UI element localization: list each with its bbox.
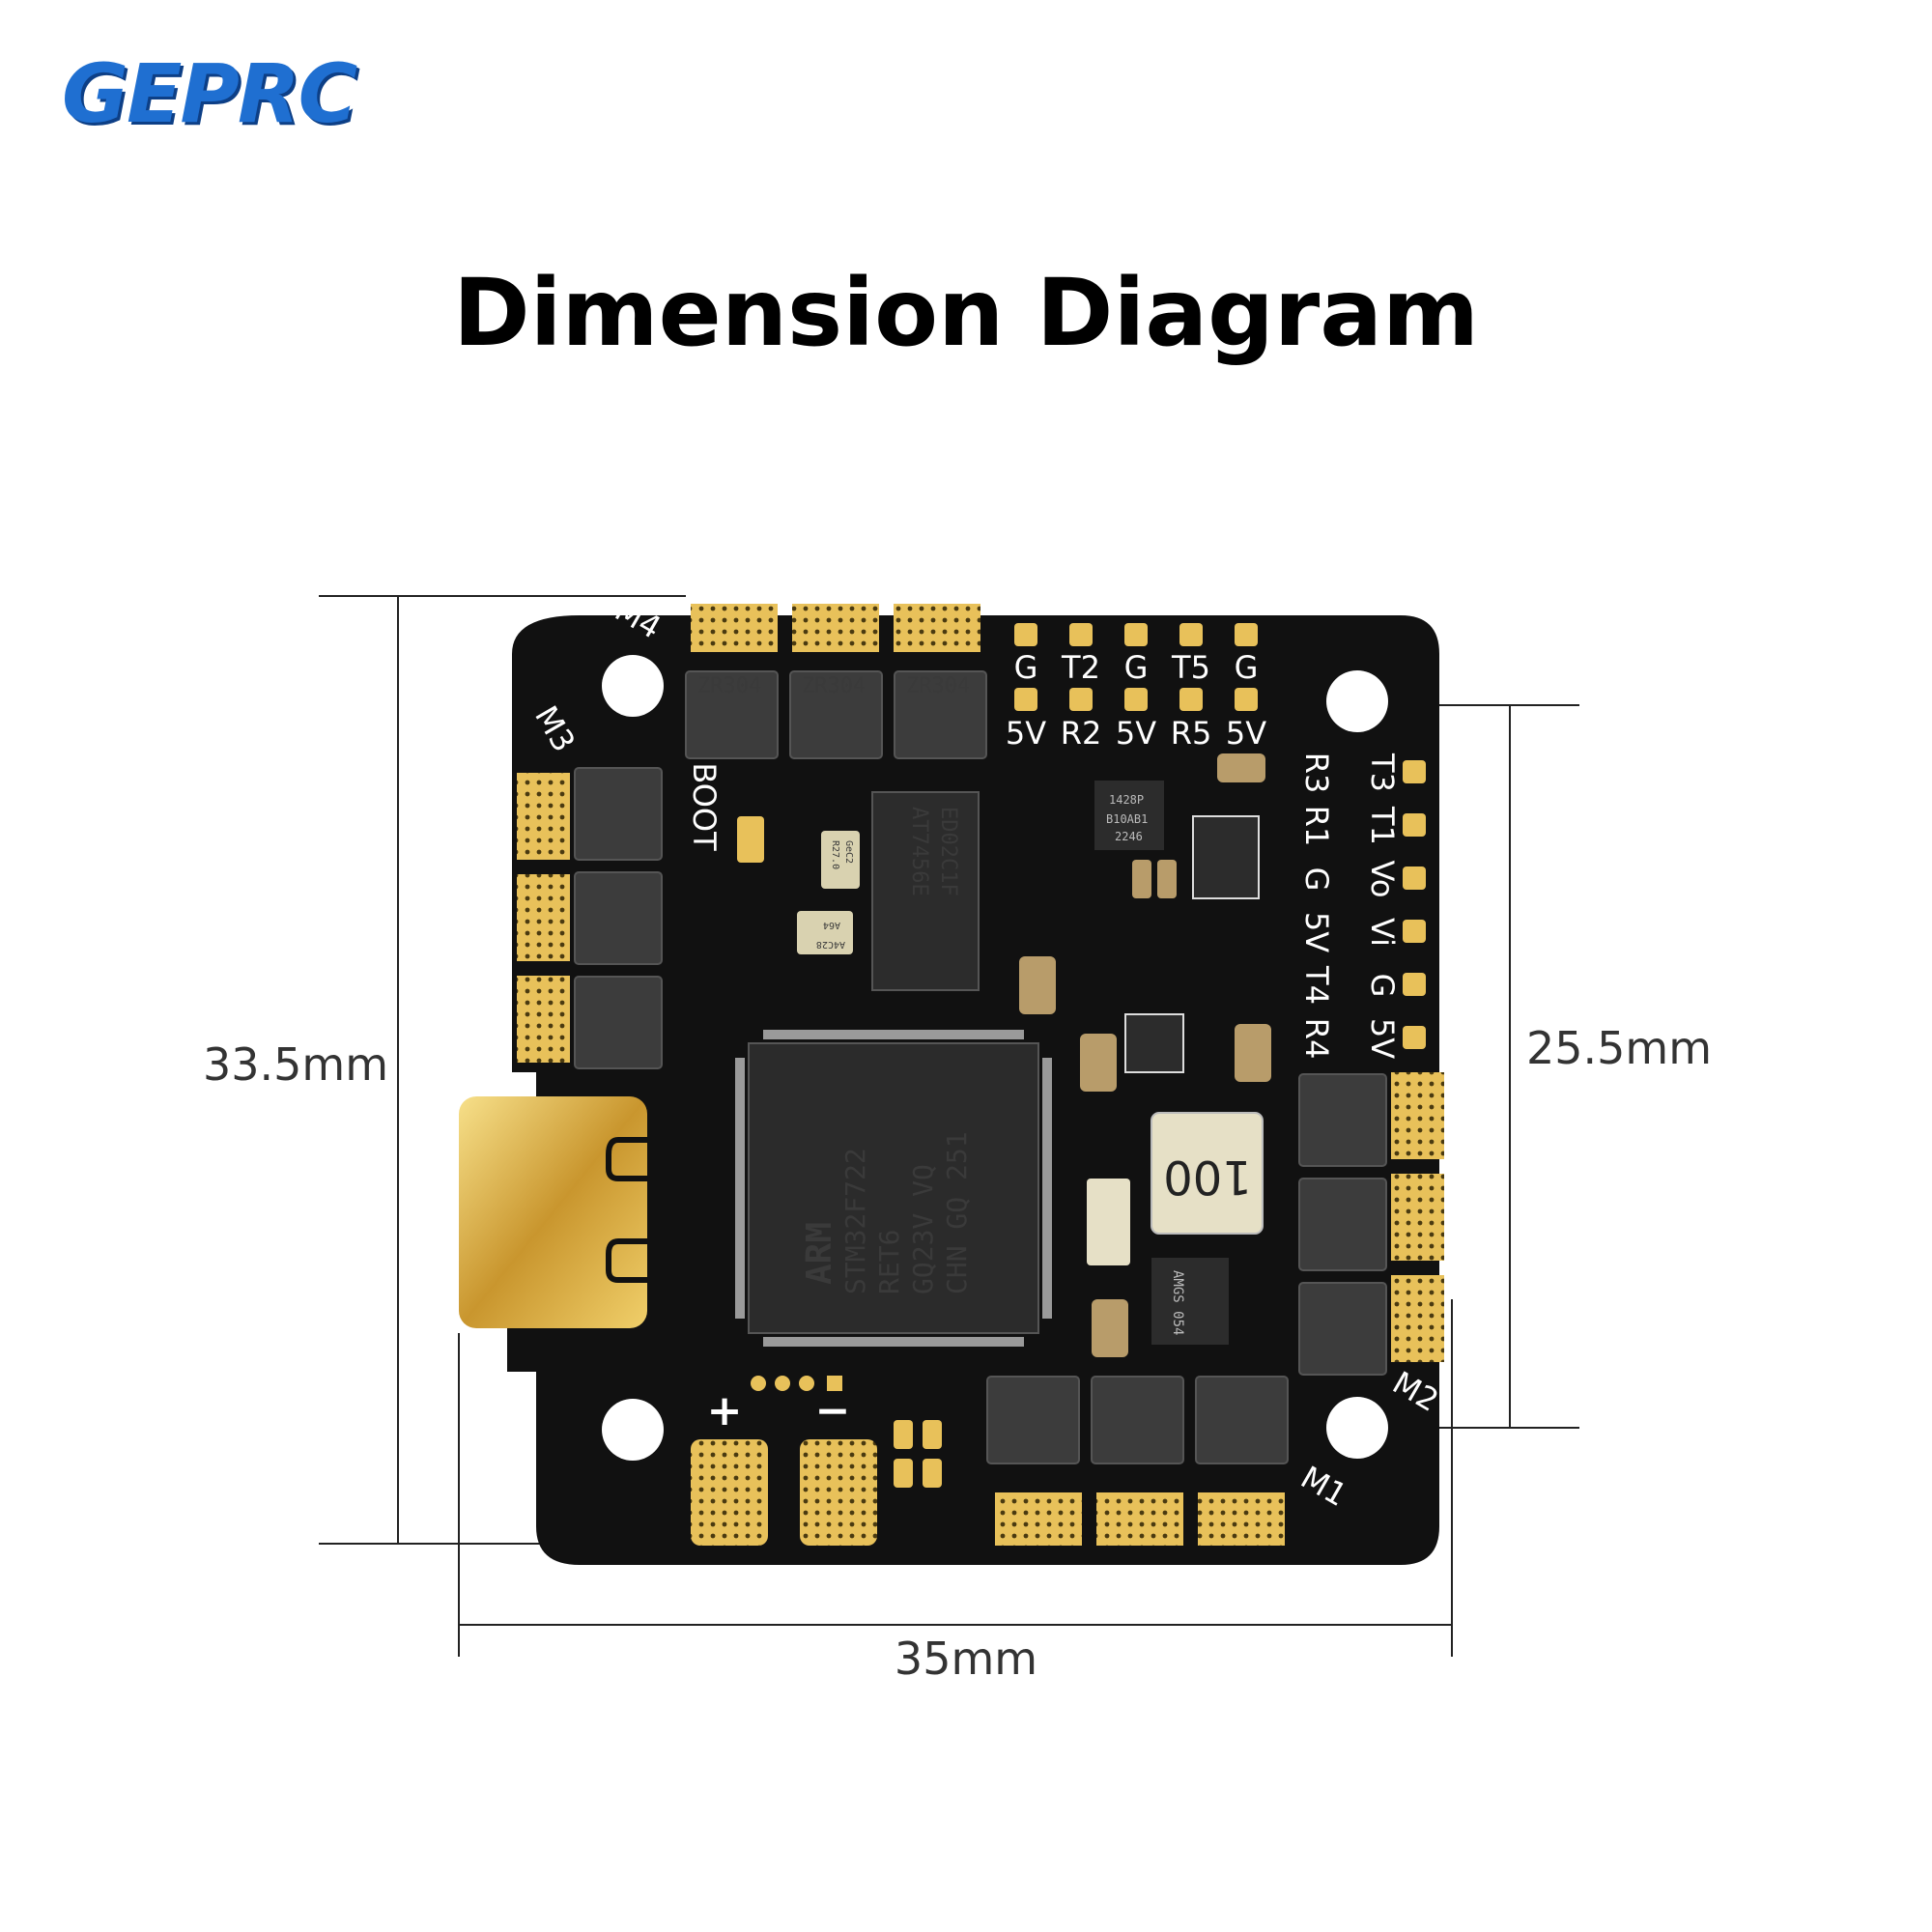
mosfets [574,670,1387,1464]
mount-hole [1326,670,1388,732]
osd-chip [871,791,980,991]
right-uart-pads [1403,760,1426,1049]
motor-pads-m3 [517,773,570,1063]
usb-c-port [606,1137,655,1283]
svg-text:ED02C1F: ED02C1F [936,807,960,896]
capacitor-1 [821,831,860,889]
svg-text:T5: T5 [1171,649,1210,686]
small-ic-2 [1151,1258,1229,1345]
power-label-minus: − [815,1386,851,1435]
svg-text:R5: R5 [1171,715,1212,752]
svg-text:R27.0: R27.0 [830,840,840,869]
right-pad-labels-inner: R3 R1 G 5V T4 R4 [1298,753,1335,1060]
svg-text:G: G [1124,649,1149,686]
svg-text:AT7456E: AT7456E [907,807,931,896]
height-dimension-label: 33.5mm [203,1038,389,1091]
top-uart-pads [1014,623,1258,711]
boot-label: BOOT [686,762,723,851]
top-pad-labels-lower: 5V R2 5V R5 5V [1006,715,1266,752]
svg-text:GeC2: GeC2 [843,840,854,864]
mcu-chip [748,1042,1039,1334]
power-pad-plus [691,1439,768,1546]
mount-hole [1326,1397,1388,1459]
crystal [1087,1179,1130,1265]
top-pad-labels-upper: G T2 G T5 G [1014,649,1259,686]
small-ic-1 [1094,781,1164,850]
svg-text:5V: 5V [1298,912,1335,952]
small-pads [751,1376,942,1488]
svg-text:T2: T2 [1061,649,1100,686]
power-pad-minus [800,1439,877,1546]
right-pad-labels-outer: T3 T1 Vo Vi G 5V [1364,753,1401,1059]
motor-pads-m1 [995,1492,1285,1546]
svg-text:Vi: Vi [1364,918,1401,947]
mcu-pins [735,1030,1052,1347]
svg-text:R3: R3 [1298,753,1335,794]
svg-text:100: 100 [1163,1150,1252,1204]
svg-text:AMGS 054: AMGS 054 [1170,1270,1185,1335]
svg-text:A64: A64 [823,920,840,930]
motor-pads-m4 [691,604,980,652]
page-title: Dimension Diagram [452,259,1480,367]
svg-text:T1: T1 [1364,806,1401,845]
svg-text:ARM: ARM [800,1222,839,1285]
svg-text:5V: 5V [1226,715,1266,752]
usb-c-connector [459,1096,647,1328]
svg-text:GQ23V VQ: GQ23V VQ [907,1164,939,1294]
svg-text:Vo: Vo [1364,861,1401,898]
geprc-logo: GEPRC [62,46,357,141]
svg-text:R4: R4 [1298,1018,1335,1060]
svg-text:A4C28: A4C28 [816,939,845,950]
svg-text:G: G [1364,974,1401,998]
mount-hole [602,655,664,717]
capacitor-2 [797,911,853,954]
mounting-holes [602,655,1388,1461]
svg-text:5V: 5V [1006,715,1046,752]
regulator-ic-2 [1124,1013,1184,1073]
svg-text:1428P: 1428P [1109,793,1144,807]
hole-spacing-dimension-label: 25.5mm [1526,1022,1713,1074]
svg-text:T3: T3 [1364,753,1401,792]
svg-text:ZR304: ZR304 [802,674,866,698]
svg-text:B10AB1: B10AB1 [1106,812,1148,826]
svg-text:2246: 2246 [1115,830,1143,843]
power-label-plus: + [707,1386,743,1435]
svg-text:G: G [1235,649,1259,686]
svg-text:CHN GQ 251: CHN GQ 251 [941,1131,973,1294]
svg-text:G: G [1014,649,1038,686]
svg-text:5V: 5V [1364,1018,1401,1059]
passive-components [1019,753,1271,1357]
svg-text:ZR304: ZR304 [697,674,761,698]
svg-text:T4: T4 [1298,965,1335,1005]
inductor [1151,1112,1264,1235]
boot-pad [737,816,764,863]
svg-text:RET6: RET6 [873,1230,905,1294]
svg-text:STM32F722: STM32F722 [839,1148,871,1294]
svg-text:R2: R2 [1061,715,1102,752]
svg-text:R1: R1 [1298,806,1335,847]
mosfet-markings: ZR304 ZR304 ZR304 [697,674,970,698]
regulator-ic-1 [1192,815,1260,899]
svg-text:ZR304: ZR304 [906,674,970,698]
svg-text:G: G [1298,867,1335,892]
width-dimension-label: 35mm [894,1633,1038,1685]
svg-text:5V: 5V [1116,715,1156,752]
motor-pads-m2 [1391,1072,1444,1362]
mount-hole [602,1399,664,1461]
